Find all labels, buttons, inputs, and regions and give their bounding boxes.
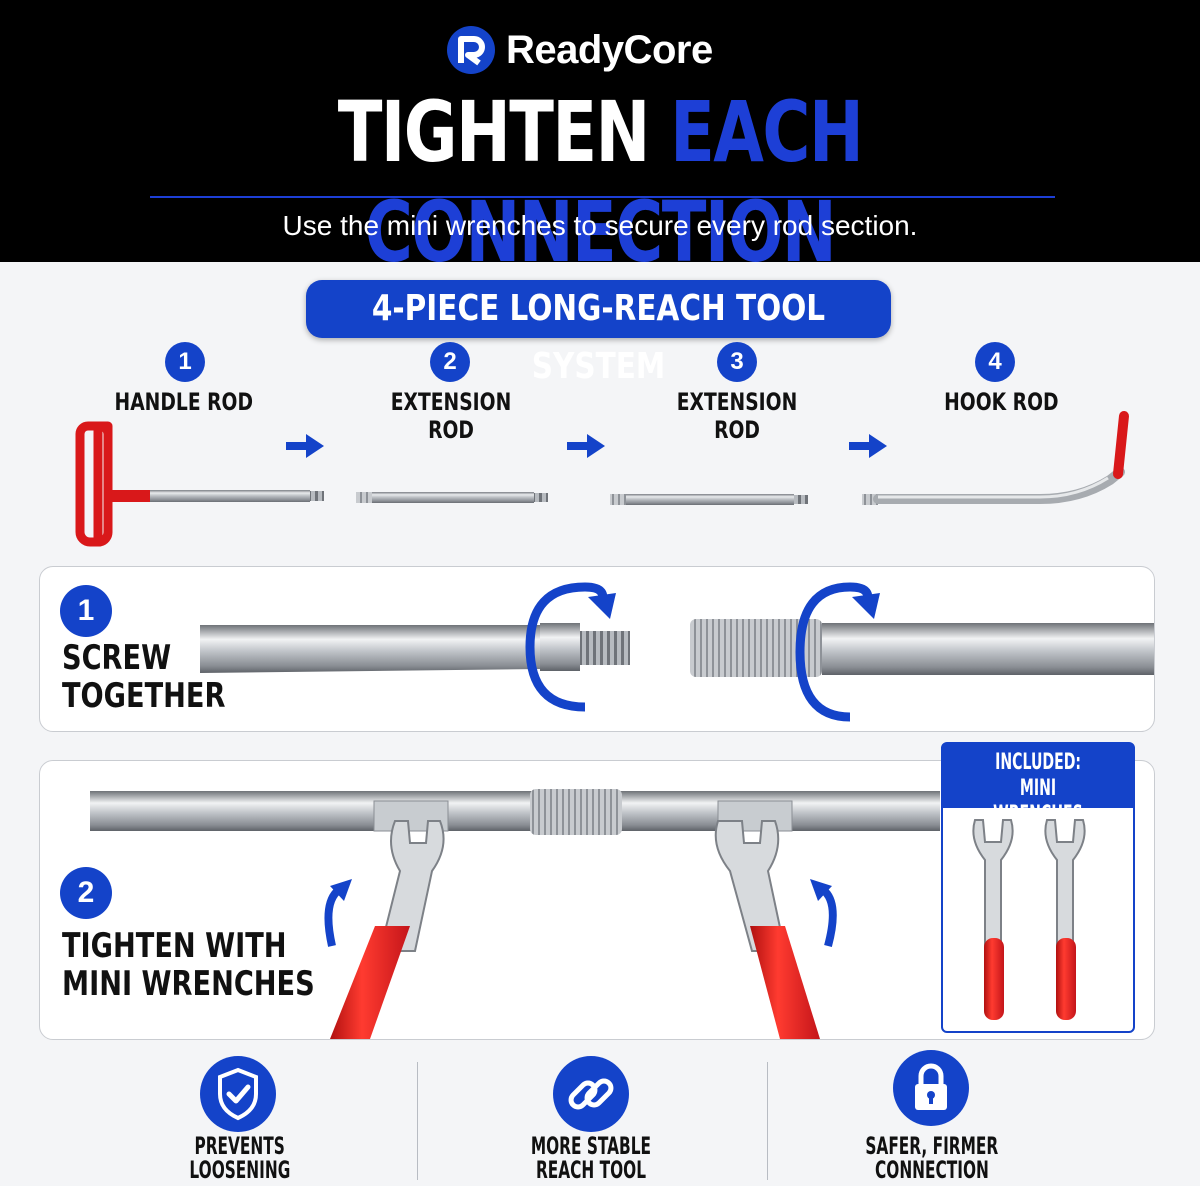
page-title: TIGHTEN EACH CONNECTION [132, 82, 1068, 282]
mini-wrenches-illustration [972, 819, 1086, 1020]
page-subtitle: Use the mini wrenches to secure every ro… [282, 210, 918, 241]
wrench-illustration [714, 800, 820, 1039]
title-part-1: TIGHTEN [337, 83, 651, 181]
feature-divider [767, 1062, 768, 1180]
feature-divider [417, 1062, 418, 1180]
included-title: INCLUDED:MINI WRENCHES [943, 744, 1133, 827]
wrench-icon [1044, 819, 1086, 1020]
screw-together-illustration [200, 582, 1154, 722]
system-title: 4-PIECE LONG-REACH TOOL SYSTEM [371, 288, 826, 387]
system-title-pill: 4-PIECE LONG-REACH TOOL SYSTEM [306, 280, 891, 387]
rotate-arrow-icon [525, 582, 616, 712]
rotate-arrow-icon [810, 879, 837, 948]
rotate-arrow-icon [795, 582, 880, 722]
wrench-illustration [330, 800, 449, 1039]
shield-check-icon [218, 1067, 258, 1121]
arrow-icon [286, 434, 324, 458]
step-2-label: EXTENSION ROD [390, 388, 512, 444]
rods-row [75, 411, 1129, 547]
title-part-2: EACH CONNECTION [364, 83, 864, 281]
arrow-icon [567, 434, 605, 458]
r-logo-icon [447, 26, 495, 74]
feature-icon-wrap [200, 1056, 276, 1132]
extension-rod-image [610, 494, 808, 505]
padlock-icon [915, 1063, 947, 1110]
wrench-icon [972, 819, 1014, 1020]
instruction-1-number: 1 [60, 585, 112, 637]
handle-rod-image [75, 421, 324, 547]
step-3-label: EXTENSION ROD [676, 388, 798, 444]
step-1-number: 1 [165, 342, 205, 382]
included-wrenches-box: INCLUDED:MINI WRENCHES [941, 742, 1135, 1033]
instruction-2-number: 2 [60, 867, 112, 919]
brand-name: ReadyCore [506, 27, 713, 72]
brand-logo: ReadyCore [446, 24, 713, 76]
step-4-number: 4 [975, 342, 1015, 382]
arrow-icon [849, 434, 887, 458]
rotate-arrow-icon [324, 879, 352, 947]
header-banner: ReadyCore TIGHTEN EACH CONNECTION Use th… [0, 0, 1200, 281]
feature-icon-wrap [553, 1056, 629, 1132]
tighten-illustration [90, 789, 940, 1039]
hook-rod-image [862, 411, 1129, 505]
title-underline [150, 196, 1055, 198]
step-1-label: HANDLE ROD [114, 388, 254, 416]
step-3-number: 3 [717, 342, 757, 382]
step-2-number: 2 [430, 342, 470, 382]
step-4-label: HOOK ROD [943, 388, 1059, 416]
extension-rod-image [356, 492, 548, 503]
chain-link-icon [568, 1078, 614, 1110]
feature-icon-wrap [893, 1050, 969, 1126]
